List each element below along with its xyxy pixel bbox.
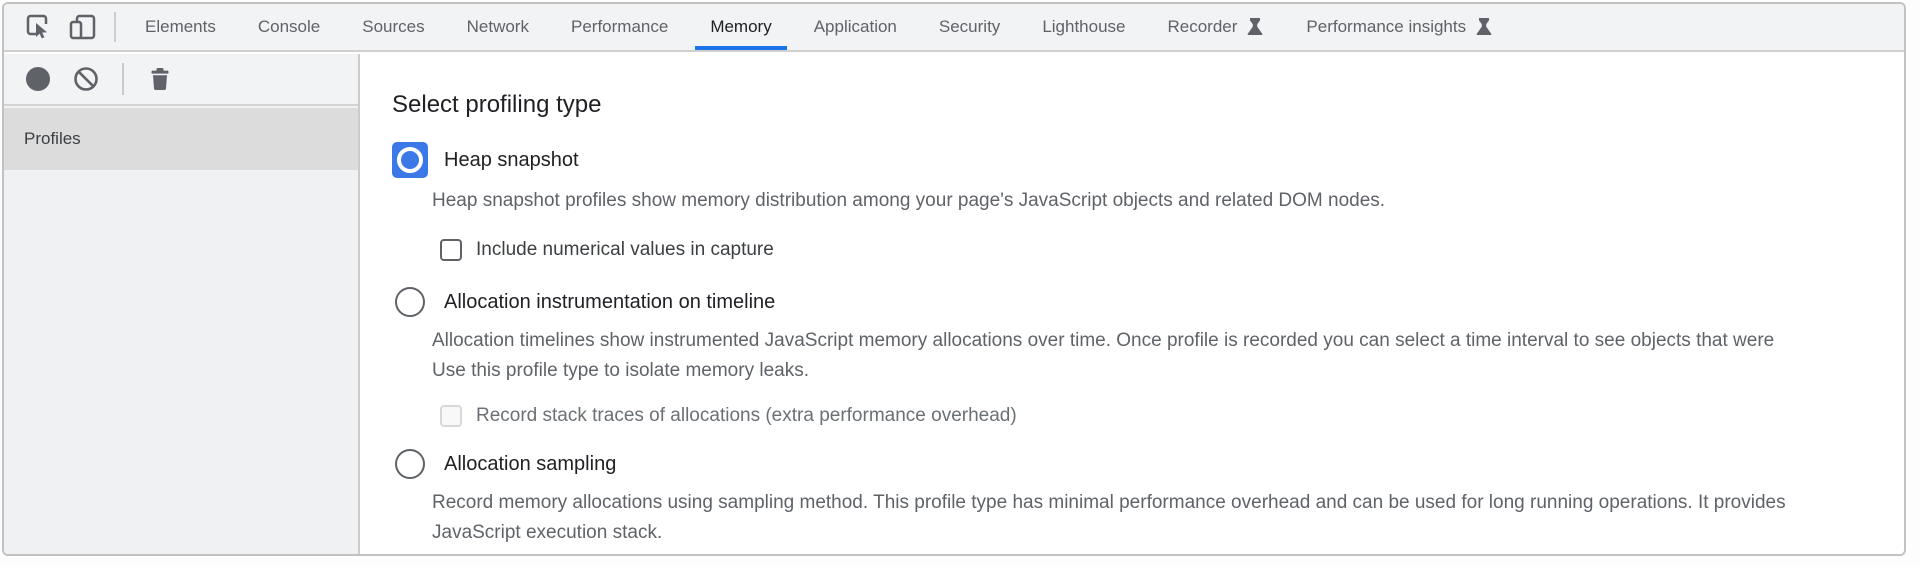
- description-line: Allocation timelines show instrumented J…: [432, 330, 1775, 351]
- checkbox-icon[interactable]: [440, 239, 462, 261]
- radio-unselected-icon[interactable]: [395, 287, 425, 317]
- delete-icon[interactable]: [146, 65, 174, 93]
- option-label: Heap snapshot: [444, 148, 579, 171]
- tab-console[interactable]: Console: [237, 4, 341, 50]
- option-description: Allocation timelines show instrumented J…: [432, 326, 1904, 386]
- tab-label: Application: [813, 17, 897, 36]
- option-description: Heap snapshot profiles show memory distr…: [432, 190, 1386, 211]
- tab-label: Console: [257, 17, 321, 36]
- description-line: Use this profile type to isolate memory …: [432, 360, 809, 381]
- sidebar-toolbar: [4, 54, 358, 106]
- tab-label: Memory: [710, 17, 772, 36]
- tab-recorder[interactable]: Recorder: [1147, 4, 1286, 50]
- clear-all-profiles-icon[interactable]: [72, 65, 100, 93]
- profiles-label: Profiles: [24, 129, 81, 148]
- toggle-device-toolbar-icon[interactable]: [66, 10, 100, 44]
- tab-label: Network: [466, 17, 529, 36]
- radio-selected-icon[interactable]: [392, 142, 428, 178]
- tab-label: Sources: [362, 17, 425, 36]
- checkbox-include-numerical-values[interactable]: Include numerical values in capture: [440, 238, 1904, 262]
- tab-memory[interactable]: Memory: [689, 4, 792, 50]
- devtools-window: Elements Console Sources Network Perform…: [2, 2, 1906, 556]
- description-line: JavaScript execution stack.: [432, 522, 663, 543]
- tab-label: Security: [938, 17, 1001, 36]
- tab-performance[interactable]: Performance: [550, 4, 689, 50]
- option-label: Allocation sampling: [444, 452, 617, 475]
- tab-label: Performance insights: [1306, 17, 1467, 36]
- tab-label: Lighthouse: [1042, 17, 1126, 36]
- radio-option-allocation-timeline[interactable]: Allocation instrumentation on timeline: [392, 284, 1904, 320]
- sidebar-toolbar-divider: [122, 63, 124, 95]
- checkbox-icon-disabled: [440, 405, 462, 427]
- inspect-element-icon[interactable]: [22, 10, 56, 44]
- experimental-flask-icon: [1247, 18, 1263, 35]
- page-title: Select profiling type: [392, 91, 602, 118]
- radio-option-heap-snapshot[interactable]: Heap snapshot: [392, 142, 1904, 178]
- experimental-flask-icon: [1476, 18, 1492, 35]
- radio-unselected-icon[interactable]: [395, 449, 425, 479]
- checkbox-label: Include numerical values in capture: [476, 239, 774, 260]
- tabbar-divider: [114, 12, 116, 42]
- tab-label: Elements: [145, 17, 216, 36]
- option-label: Allocation instrumentation on timeline: [444, 290, 776, 313]
- option-description: Record memory allocations using sampling…: [432, 488, 1904, 548]
- checkbox-record-stack-traces: Record stack traces of allocations (extr…: [440, 404, 1904, 428]
- tab-lighthouse[interactable]: Lighthouse: [1021, 4, 1146, 50]
- tab-label: Recorder: [1167, 17, 1238, 36]
- profiling-type-panel: Select profiling type Heap snapshot Heap…: [362, 54, 1904, 554]
- devtools-tabbar: Elements Console Sources Network Perform…: [4, 4, 1904, 52]
- tab-application[interactable]: Application: [793, 4, 918, 50]
- radio-option-allocation-sampling[interactable]: Allocation sampling: [392, 446, 1904, 482]
- tab-security[interactable]: Security: [918, 4, 1021, 50]
- description-line: Record memory allocations using sampling…: [432, 492, 1786, 513]
- tab-performance-insights[interactable]: Performance insights: [1285, 4, 1514, 50]
- sidebar-item-profiles[interactable]: Profiles: [4, 108, 358, 170]
- record-heap-snapshot-icon[interactable]: [26, 67, 50, 91]
- tabbar-icon-group: [4, 10, 124, 44]
- tab-elements[interactable]: Elements: [124, 4, 237, 50]
- memory-sidebar: Profiles: [4, 54, 360, 554]
- tab-label: Performance: [570, 17, 669, 36]
- checkbox-label: Record stack traces of allocations (extr…: [476, 405, 1017, 426]
- tab-network[interactable]: Network: [446, 4, 550, 50]
- tab-sources[interactable]: Sources: [341, 4, 445, 50]
